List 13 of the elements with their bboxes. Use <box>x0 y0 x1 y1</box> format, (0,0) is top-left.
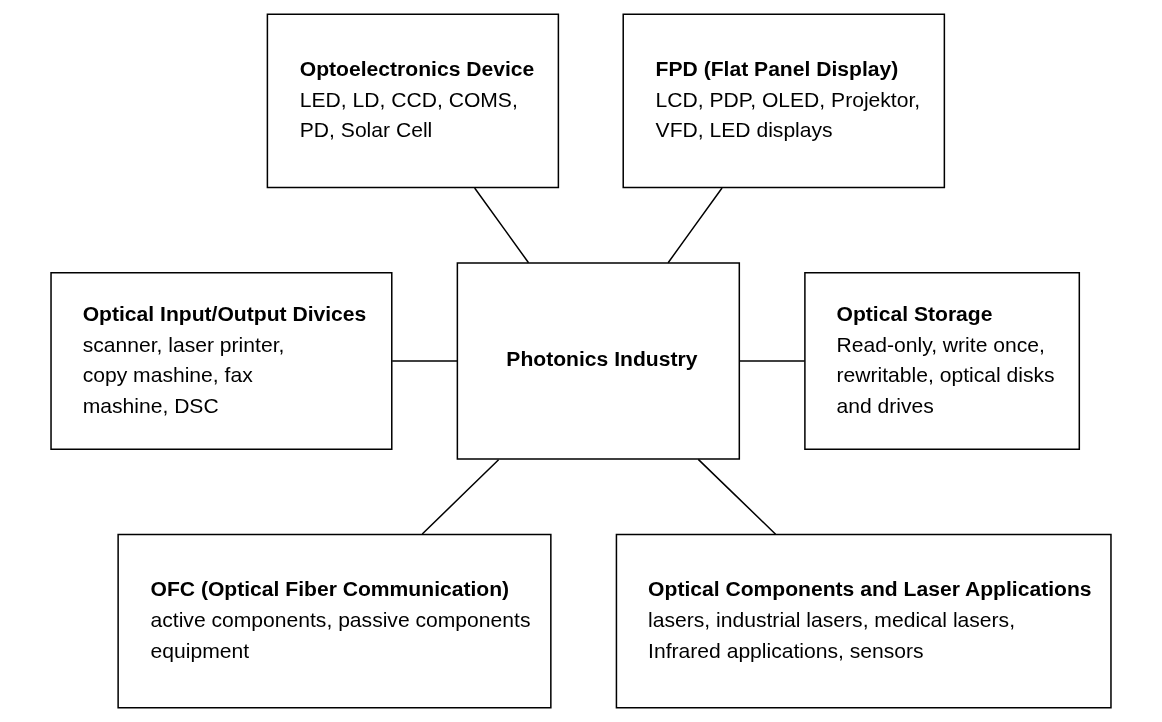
connector <box>697 458 777 535</box>
node-box: Photonics Industry <box>456 262 741 460</box>
connector <box>391 360 458 362</box>
node-box: Optical Input/Output Divices scanner, laser printer, copy mashine, fax mashine, DSC <box>50 272 393 450</box>
connector <box>473 187 530 264</box>
node-box: Optical Storage Read-only, write once, rewritable, optical disks and drives <box>804 272 1081 450</box>
node-box: OFC (Optical Fiber Communication) active components, passive components equipment <box>117 533 552 709</box>
node-box: Optoelectronics Device LED, LD, CCD, COMS, PD, Solar Cell <box>266 13 560 189</box>
connector <box>667 187 723 264</box>
connector <box>738 360 806 362</box>
connector <box>421 458 500 535</box>
node-box: Optical Components and Laser Applications lasers, industrial lasers, medical lasers, Infrared applications, sensors <box>615 533 1112 709</box>
node-box: FPD (Flat Panel Display) LCD, PDP, OLED, Projektor, VFD, LED displays <box>622 13 946 189</box>
